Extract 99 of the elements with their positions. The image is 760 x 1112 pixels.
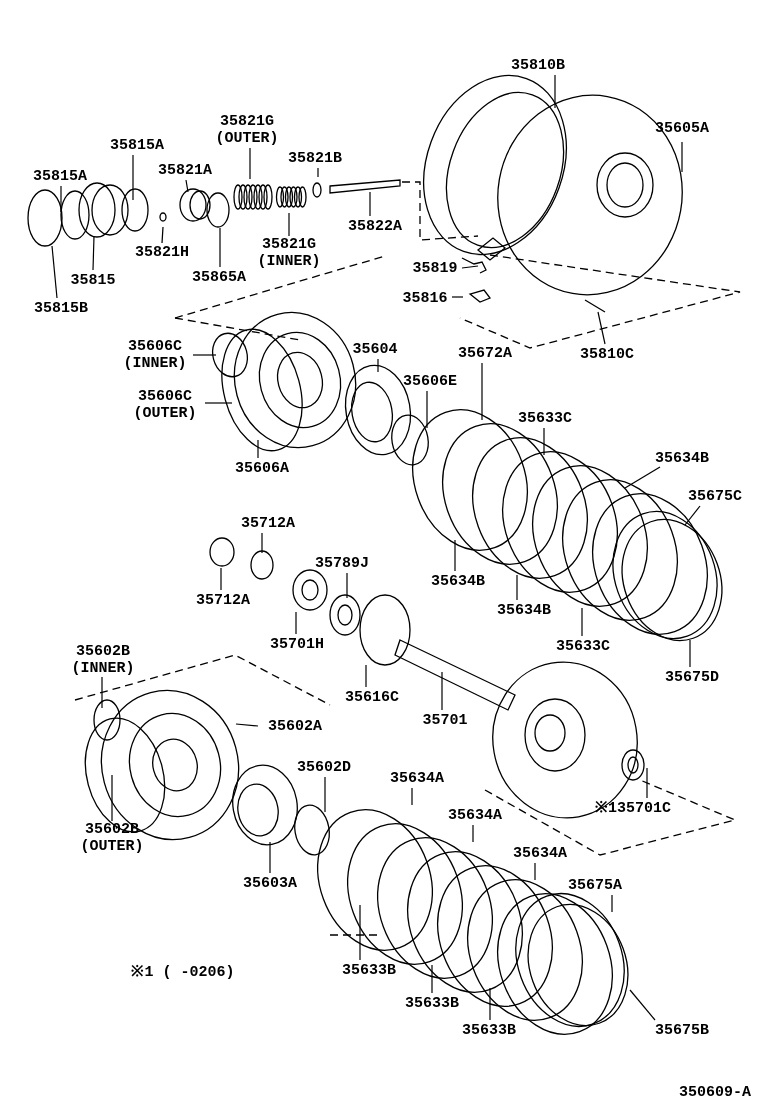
leader-line: [611, 894, 613, 913]
footnote: ※1 ( -0206): [131, 963, 235, 981]
leader-line: [324, 776, 326, 813]
leader-line: [646, 767, 648, 799]
leader-line: [441, 671, 443, 711]
leader-line: [249, 147, 251, 180]
part-number: 35815: [70, 271, 116, 289]
leader-line: [269, 841, 271, 874]
part-number: 35810B: [511, 56, 565, 74]
part-number: 35712A: [241, 514, 295, 532]
leader-line: [454, 539, 456, 572]
part-number: 35603A: [243, 874, 297, 892]
part-number: 35606C (OUTER): [132, 388, 198, 422]
part-number: 35634A: [448, 806, 502, 824]
part-number: 35865A: [192, 268, 246, 286]
part-number: 35634B: [497, 601, 551, 619]
leader-line: [543, 427, 545, 456]
leader-line: [681, 141, 683, 173]
part-number: 35701H: [270, 635, 324, 653]
leader-line: [411, 787, 413, 806]
part-number: 35604: [352, 340, 398, 358]
leader-line: [219, 227, 221, 268]
leader-line: [689, 639, 691, 668]
part-number: 35712A: [196, 591, 250, 609]
leader-line: [288, 212, 290, 237]
part-number: 35815B: [34, 299, 88, 317]
leader-line: [472, 824, 474, 843]
leader-line: [597, 311, 606, 345]
part-number: 35602A: [268, 717, 322, 735]
part-number: 35675C: [688, 487, 742, 505]
leader-line: [192, 354, 217, 356]
part-number: 35634A: [390, 769, 444, 787]
part-number: ※135701C: [595, 799, 671, 817]
part-number: 35675D: [665, 668, 719, 686]
leader-line: [346, 572, 348, 599]
leader-line: [235, 723, 259, 727]
part-number: 35819: [412, 259, 458, 277]
leader-line: [369, 191, 371, 217]
part-number: 35672A: [458, 344, 512, 362]
leader-line: [261, 532, 263, 554]
part-number: 35602B (OUTER): [79, 821, 145, 855]
part-number: 35810C: [580, 345, 634, 363]
leader-line: [451, 296, 464, 298]
part-number: 35616C: [345, 688, 399, 706]
leader-line: [581, 607, 583, 637]
leader-line: [111, 774, 113, 822]
leader-line: [257, 439, 259, 459]
part-number: 35789J: [315, 554, 369, 572]
leader-line: [132, 154, 134, 201]
part-number: 35606E: [403, 372, 457, 390]
leader-line: [461, 265, 479, 269]
part-number: 35821G (INNER): [256, 236, 322, 270]
leader-line: [185, 179, 189, 193]
part-number: 35606A: [235, 459, 289, 477]
part-number: 35633B: [405, 994, 459, 1012]
part-number: 35633C: [518, 409, 572, 427]
leader-line: [431, 964, 433, 994]
part-number: 35821B: [288, 149, 342, 167]
leader-line: [684, 505, 701, 526]
part-number: 35815A: [110, 136, 164, 154]
part-number: 35822A: [348, 217, 402, 235]
part-number: 35675B: [655, 1021, 709, 1039]
leader-line: [629, 989, 656, 1021]
leader-line: [624, 466, 661, 489]
leader-line: [204, 402, 233, 404]
part-number: 35821G (OUTER): [214, 113, 280, 147]
leader-line: [295, 611, 297, 635]
leader-line: [516, 574, 518, 601]
part-number: 35821H: [135, 243, 189, 261]
leader-line: [92, 235, 95, 271]
part-number: 35701: [422, 711, 468, 729]
leader-line: [317, 167, 319, 178]
part-number: 35815A: [33, 167, 87, 185]
part-number: 35634B: [431, 572, 485, 590]
leader-line: [359, 904, 361, 961]
leader-line: [534, 862, 536, 881]
part-number: 35633C: [556, 637, 610, 655]
leader-line: [481, 362, 483, 421]
part-number: 35602D: [297, 758, 351, 776]
part-number: 35633B: [462, 1021, 516, 1039]
leader-line: [554, 74, 556, 109]
leader-line: [161, 226, 164, 244]
part-number: 35816: [402, 289, 448, 307]
leader-line: [489, 987, 491, 1021]
part-number: 35821A: [158, 161, 212, 179]
part-number: 35602B (INNER): [70, 643, 136, 677]
leader-line: [377, 358, 379, 373]
leader-line: [426, 390, 428, 429]
drawing-number: 350609-A: [679, 1083, 751, 1101]
leader-line: [220, 567, 222, 591]
leader-line: [51, 245, 58, 299]
part-number: 35634B: [655, 449, 709, 467]
leader-line: [101, 676, 103, 709]
leader-line: [60, 185, 62, 213]
leader-line: [365, 664, 367, 688]
part-number: 35675A: [568, 876, 622, 894]
part-number: 35634A: [513, 844, 567, 862]
part-number: 35606C (INNER): [122, 338, 188, 372]
part-number: 35633B: [342, 961, 396, 979]
